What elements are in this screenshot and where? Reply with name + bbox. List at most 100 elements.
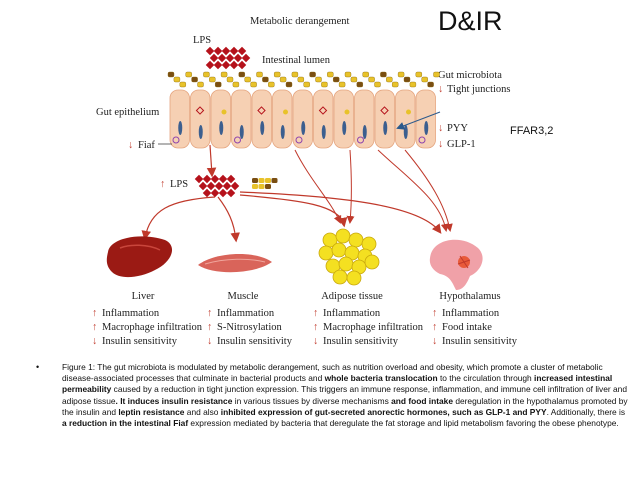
caption-text: expression mediated by bacteria that der… xyxy=(188,418,619,429)
microbe xyxy=(356,81,363,88)
adipocyte xyxy=(331,242,347,258)
liver-icon xyxy=(106,236,173,278)
microbe xyxy=(344,71,352,78)
microbe xyxy=(238,71,246,78)
organ-effects: Liver↑Inflammation↑Macrophage infiltrati… xyxy=(92,291,518,347)
microbe xyxy=(315,76,322,83)
microbe xyxy=(433,71,440,78)
effect-text: Insulin sensitivity xyxy=(102,336,178,347)
microbe xyxy=(303,81,310,88)
organ-name: Liver xyxy=(132,291,155,302)
microbe xyxy=(258,184,265,189)
lps-particle xyxy=(210,174,220,184)
cell-nucleus xyxy=(362,125,367,139)
caption-emphasis: leptin resistance xyxy=(118,406,185,417)
hypothalamus-icon xyxy=(429,239,483,290)
lps-cluster-top xyxy=(205,46,251,70)
lps-particle xyxy=(225,53,235,63)
lps-particle xyxy=(202,188,212,198)
caption-emphasis: increased intestinal permeability xyxy=(62,373,613,395)
caption-text: . Additionally, there is xyxy=(546,406,626,417)
epithelial-cell xyxy=(190,89,211,149)
effect-text: Insulin sensitivity xyxy=(323,336,399,347)
lps-particle xyxy=(221,46,231,56)
microbe xyxy=(226,76,234,83)
microbe xyxy=(274,71,281,78)
lps-particle xyxy=(205,46,215,56)
organ-name: Hypothalamus xyxy=(439,291,500,302)
glp1-label: ↓ GLP-1 xyxy=(438,139,476,150)
cell-nucleus xyxy=(219,121,224,135)
lps-particle xyxy=(213,46,223,56)
microbe xyxy=(415,71,422,78)
epithelial-cell xyxy=(210,89,231,149)
caption-text: caused by a reduction in tight junction … xyxy=(62,384,627,406)
caption-emphasis: inhibited expression of gut-secreted ano… xyxy=(220,406,547,417)
caption-emphasis: whole bacteria translocation xyxy=(324,373,438,384)
lps-particle xyxy=(229,60,239,70)
microbe xyxy=(397,71,405,78)
granule xyxy=(406,109,411,115)
microbe xyxy=(258,178,265,183)
lps-particle xyxy=(217,53,227,63)
granule xyxy=(318,106,328,115)
cell-nucleus xyxy=(260,121,265,135)
lps-cluster-mid xyxy=(194,174,278,198)
pyy-label: ↓ PYY xyxy=(438,123,468,134)
microbe xyxy=(250,81,257,88)
microbe xyxy=(214,81,222,88)
microbe xyxy=(374,81,381,88)
effect-arrow-icon: ↑ xyxy=(92,322,97,333)
effect-arrow-icon: ↓ xyxy=(207,336,212,347)
adipose-tissue-icon xyxy=(318,228,380,286)
caption-text: deregulation in the hypothalamus promote… xyxy=(62,395,628,417)
lps-top-label: LPS xyxy=(193,35,211,46)
effect-arrow-icon: ↑ xyxy=(432,322,437,333)
cell-nucleus xyxy=(280,125,285,139)
slide-title: D&IR xyxy=(438,6,503,36)
granule xyxy=(380,106,389,115)
epithelial-cell xyxy=(292,89,313,149)
microbe xyxy=(220,71,228,78)
tight-junctions-label: ↓ Tight junctions xyxy=(438,84,511,95)
gut-microbiota-layer xyxy=(167,71,440,88)
lps-arrow-icon: ↑ xyxy=(160,179,165,190)
microbe xyxy=(252,184,258,189)
adipocyte xyxy=(338,256,354,272)
svg-text:Fiaf: Fiaf xyxy=(138,140,155,151)
lps-mid-label: ↑ LPS xyxy=(160,179,188,190)
effect-arrow-icon: ↑ xyxy=(313,308,318,319)
lps-particle xyxy=(222,181,232,191)
arrow-to-adipose xyxy=(239,194,348,228)
lps-particle xyxy=(218,188,228,198)
caption-emphasis: a reduction in the intestinal Fiaf xyxy=(62,418,189,429)
microbe xyxy=(244,76,251,83)
caption-bullet: • xyxy=(36,362,40,372)
effect-text: Insulin sensitivity xyxy=(217,336,293,347)
effect-text: Inflammation xyxy=(102,308,160,319)
adipocyte xyxy=(318,245,334,261)
effect-arrow-icon: ↓ xyxy=(313,336,318,347)
svg-text:Tight junctions: Tight junctions xyxy=(447,84,511,95)
epithelial-cell xyxy=(374,89,395,149)
microbe xyxy=(179,81,187,88)
svg-text:PYY: PYY xyxy=(447,123,468,134)
granule xyxy=(344,109,350,115)
cell-nucleus xyxy=(424,121,429,135)
lps-particle xyxy=(214,181,224,191)
microbe xyxy=(262,76,269,83)
lps-particle xyxy=(210,188,220,198)
cell-nucleus xyxy=(198,125,203,139)
lps-particle xyxy=(237,60,247,70)
microbe xyxy=(409,81,417,88)
microbe xyxy=(271,178,278,183)
microbe xyxy=(333,76,340,83)
gut-microbiota-label: Gut microbiota xyxy=(438,70,502,81)
microbe xyxy=(279,76,287,83)
microbe xyxy=(386,76,393,83)
caption-emphasis: and food intake xyxy=(391,395,453,406)
microbe xyxy=(256,71,263,78)
microbe xyxy=(368,76,375,83)
microbe xyxy=(403,76,411,83)
gut-epithelium-cells xyxy=(169,89,436,149)
